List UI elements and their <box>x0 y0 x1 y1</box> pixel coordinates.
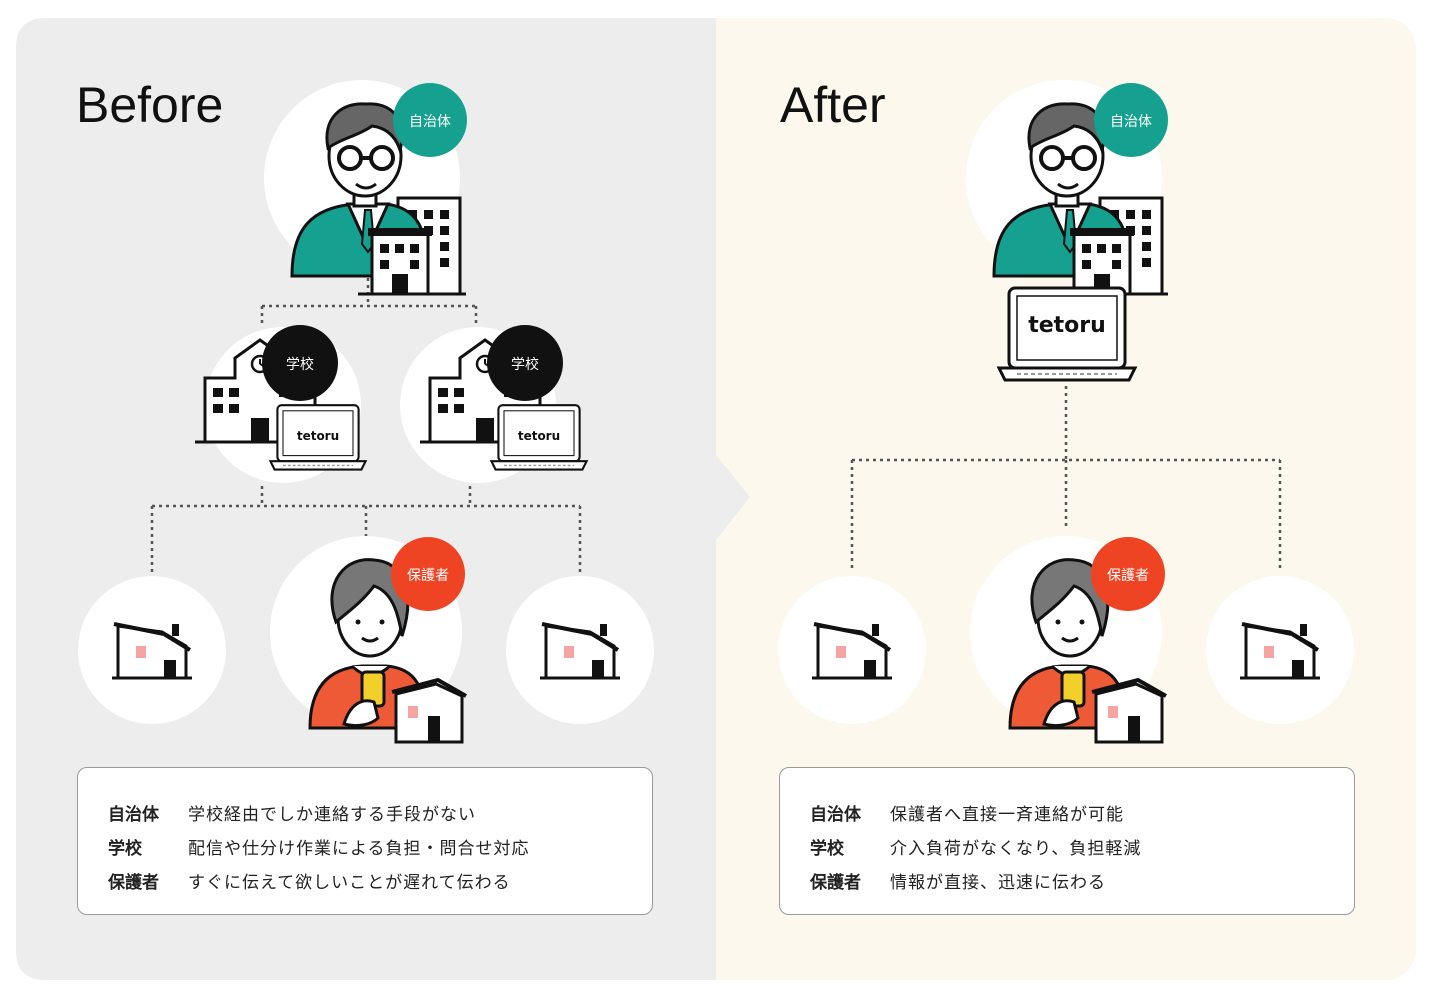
after-municipality-badge: 自治体 <box>1094 83 1168 157</box>
before-summary-box: 自治体 学校経由でしか連絡する手段がない 学校 配信や仕分け作業による負担・問合… <box>77 767 653 915</box>
before-school-right-laptop-brand: tetoru <box>518 429 560 443</box>
after-summary-text: 情報が直接、迅速に伝わる <box>890 868 1106 893</box>
after-laptop-brand: tetoru <box>1028 313 1106 338</box>
before-summary-label: 学校 <box>108 834 142 859</box>
before-summary-label: 自治体 <box>108 800 159 825</box>
after-summary-box: 自治体 保護者へ直接一斉連絡が可能 学校 介入負荷がなくなり、負担軽減 保護者 … <box>779 767 1355 915</box>
before-guardian-badge: 保護者 <box>391 537 465 611</box>
before-municipality-badge: 自治体 <box>393 83 467 157</box>
svg-text:自治体: 自治体 <box>1110 114 1152 130</box>
before-summary-text: 配信や仕分け作業による負担・問合せ対応 <box>188 834 530 859</box>
after-summary-text: 介入負荷がなくなり、負担軽減 <box>890 834 1141 859</box>
before-title: Before <box>76 77 223 133</box>
before-school-left-laptop-brand: tetoru <box>297 429 339 443</box>
svg-text:学校: 学校 <box>511 356 539 373</box>
svg-text:保護者: 保護者 <box>1107 568 1149 584</box>
svg-text:学校: 学校 <box>286 356 314 373</box>
after-title: After <box>780 77 886 133</box>
before-school-right-badge: 学校 <box>487 325 563 401</box>
after-summary-label: 保護者 <box>810 868 861 893</box>
after-guardian-badge: 保護者 <box>1091 537 1165 611</box>
svg-text:自治体: 自治体 <box>409 114 451 130</box>
before-school-left-badge: 学校 <box>262 325 338 401</box>
svg-text:保護者: 保護者 <box>407 568 449 584</box>
after-summary-label: 学校 <box>810 834 844 859</box>
before-summary-text: 学校経由でしか連絡する手段がない <box>188 800 476 825</box>
before-summary-text: すぐに伝えて欲しいことが遅れて伝わる <box>188 868 511 893</box>
after-summary-label: 自治体 <box>810 800 861 825</box>
after-summary-text: 保護者へ直接一斉連絡が可能 <box>890 800 1124 825</box>
before-summary-label: 保護者 <box>108 868 159 893</box>
